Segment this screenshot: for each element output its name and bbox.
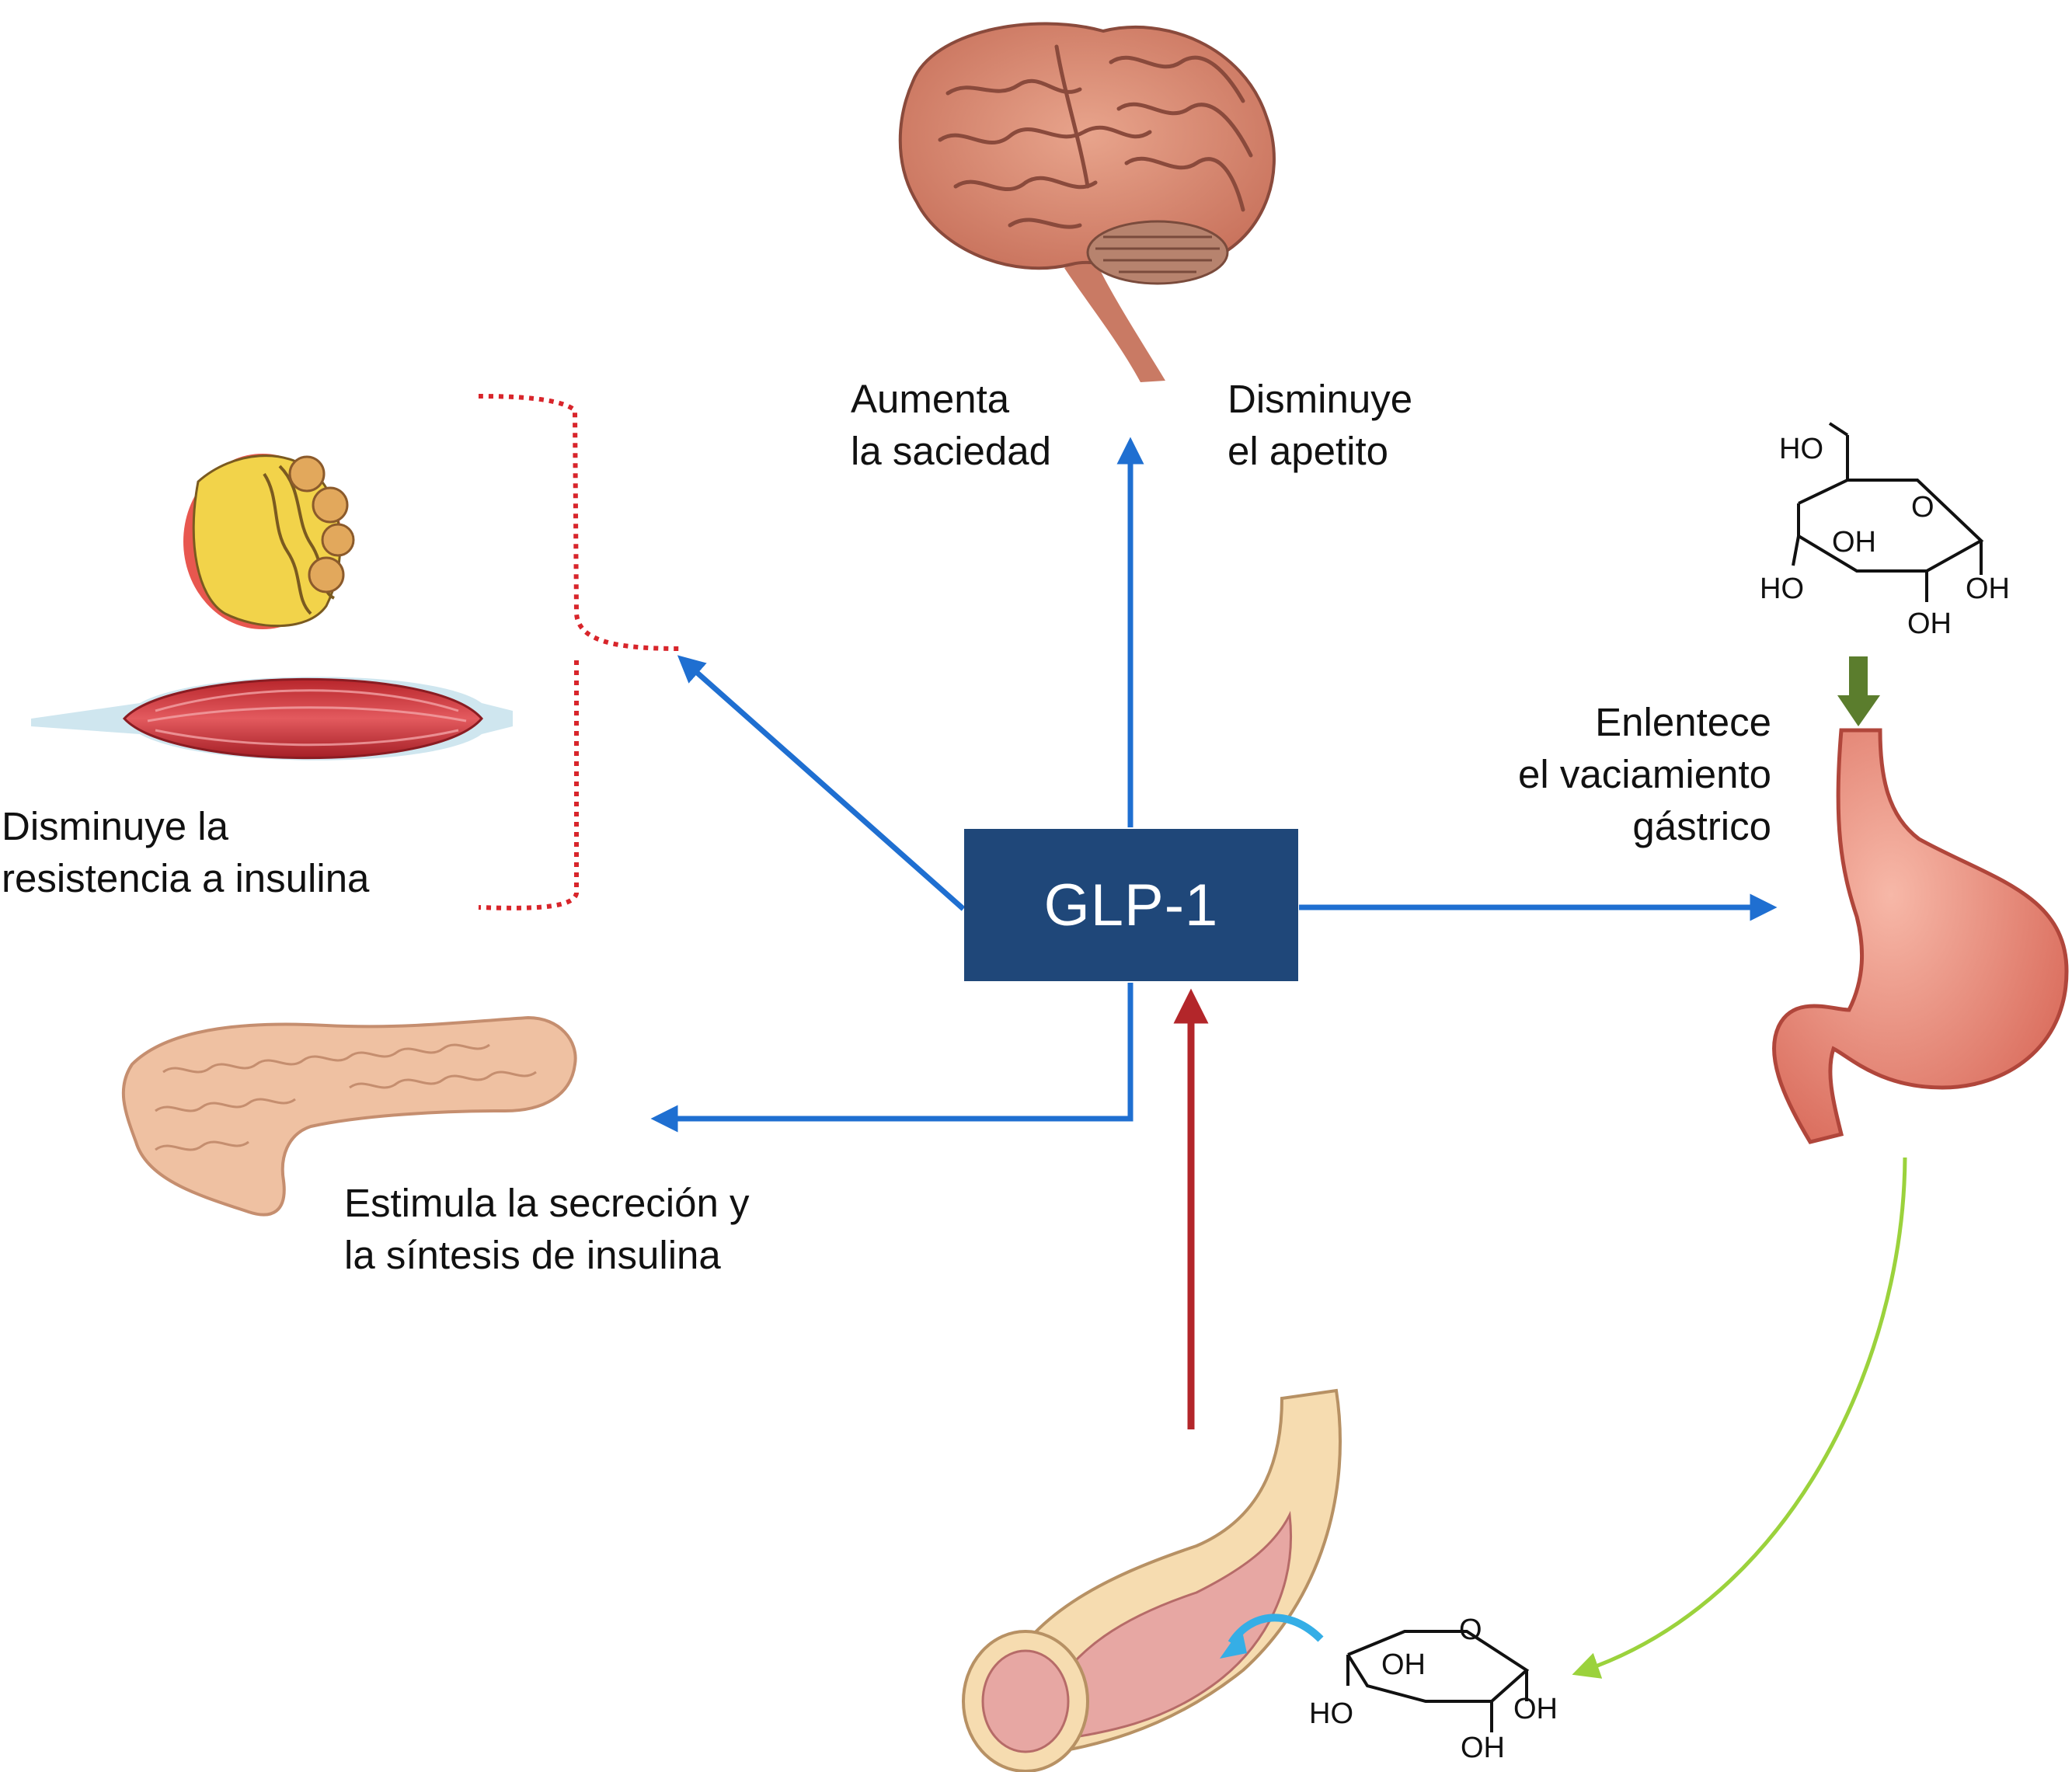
label-line: Enlentece xyxy=(1595,700,1771,744)
label-line: el apetito xyxy=(1228,429,1388,473)
adipose-tissue-icon xyxy=(183,454,355,629)
pancreas-icon xyxy=(121,1015,577,1217)
brain-icon xyxy=(898,22,1276,382)
arrow-glucose-to-stomach xyxy=(1837,656,1880,726)
label-line: Aumenta xyxy=(851,377,1010,421)
chem-ho-left-bottom: HO xyxy=(1309,1697,1353,1730)
glucose-molecule-icon xyxy=(1346,1630,1530,1732)
muscle-icon xyxy=(31,677,513,761)
chem-oh-bottom-bottom: OH xyxy=(1461,1732,1505,1764)
arrow-stomach-to-glucose xyxy=(1572,1157,1907,1679)
glp1-box xyxy=(964,829,1298,981)
chem-oh-inner-bottom: OH xyxy=(1381,1648,1426,1681)
chem-oh-inner-top: OH xyxy=(1832,526,1876,559)
dotted-bracket xyxy=(478,394,681,910)
stomach-icon xyxy=(1772,728,2069,1144)
label-resistencia-insulina: Disminuye la resistencia a insulina xyxy=(2,800,369,904)
label-line: gástrico xyxy=(1632,804,1771,848)
glp1-label: GLP-1 xyxy=(1043,872,1219,938)
label-line: el vaciamiento xyxy=(1518,752,1771,796)
label-secrecion-insulina: Estimula la secreción y la síntesis de i… xyxy=(344,1177,750,1281)
label-line: Estimula la secreción y xyxy=(344,1181,750,1225)
arrow-to-muscle xyxy=(677,655,966,911)
chem-oh-right-top: OH xyxy=(1966,573,2010,605)
chem-ho-top: HO xyxy=(1779,433,1823,465)
arrow-to-pancreas xyxy=(650,983,1134,1133)
glucose-molecule-icon xyxy=(1792,422,1984,602)
label-aumenta-saciedad: Aumenta la saciedad xyxy=(851,373,1051,477)
chem-o-top: O xyxy=(1911,491,1934,524)
label-disminuye-apetito: Disminuye el apetito xyxy=(1228,373,1412,477)
chem-oh-bottom-top: OH xyxy=(1907,607,1952,640)
arrows-blue xyxy=(650,437,1778,1133)
intestine-icon xyxy=(962,1388,1342,1772)
label-line: Disminuye xyxy=(1228,377,1413,421)
label-line: Disminuye la xyxy=(2,804,228,848)
chem-oh-right-bottom: OH xyxy=(1513,1693,1558,1725)
label-line: la síntesis de insulina xyxy=(344,1233,721,1277)
label-line: resistencia a insulina xyxy=(2,856,370,900)
chem-ho-left-top: HO xyxy=(1760,573,1804,605)
label-line: la saciedad xyxy=(851,429,1052,473)
chem-o-bottom: O xyxy=(1459,1614,1482,1646)
label-vaciamiento-gastrico: Enlentece el vaciamiento gástrico xyxy=(1445,696,1771,852)
